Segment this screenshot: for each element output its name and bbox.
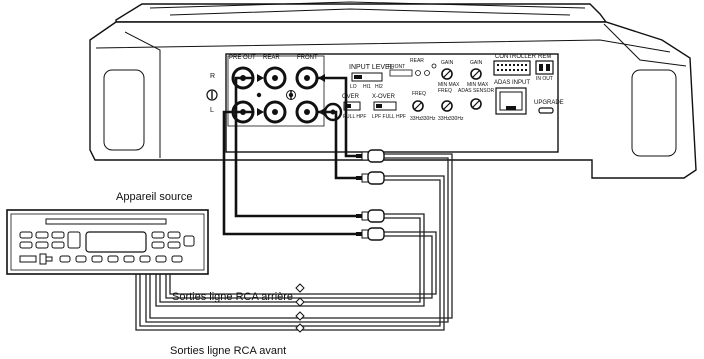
arrow-icon (318, 74, 325, 82)
adas-input-label: ADAS INPUT (494, 80, 530, 86)
right-channel-label: R (210, 73, 215, 80)
rear-label: REAR (263, 55, 280, 61)
source-unit (6, 209, 209, 275)
min-max-label: MIN MAX (438, 82, 460, 88)
rem-label: REM (538, 54, 551, 60)
gain-label-2: GAIN (470, 60, 483, 66)
freq-knob (412, 100, 424, 112)
disc-slot (45, 218, 167, 225)
front-small-label: FRONT (388, 64, 405, 70)
in-out-label: IN OUT (536, 76, 553, 82)
x-over-label: X-OVER (372, 94, 396, 100)
lpf-full-hpf-label: LPF FULL HPF (372, 114, 406, 120)
rca-jack-front-l (295, 100, 319, 124)
hz-low-label-2: 33Hz (438, 116, 450, 122)
freq-label-top: FREQ (438, 88, 452, 94)
rear-outputs-label: Sorties ligne RCA arrière (172, 291, 293, 303)
rem-terminal (535, 60, 554, 75)
controller-port (493, 60, 531, 76)
hz-high-label-2: 330Hz (449, 116, 464, 122)
source-unit-label: Appareil source (116, 191, 192, 203)
amplifier: R L PRE OUT REAR FRONT (89, 1, 697, 179)
rca-jack-front-r (295, 66, 319, 90)
rca-plug-rear-l (356, 227, 385, 241)
upgrade-port (538, 107, 554, 114)
hz-low-label: 33Hz (410, 116, 422, 122)
freq-label: FREQ (412, 91, 426, 97)
input-level-label: INPUT LEVEL (349, 64, 394, 71)
front-outputs-label: Sorties ligne RCA avant (170, 345, 286, 357)
freq-knob-2 (441, 100, 453, 112)
arrow-icon (257, 108, 264, 116)
rca-plug-front-r (356, 149, 385, 163)
hi1-label: HI1 (363, 84, 371, 90)
left-channel-label: L (210, 107, 214, 114)
over-switch (343, 101, 361, 111)
rca-plug-rear-r (356, 209, 385, 223)
arrow-icon (257, 74, 264, 82)
rca-cables (135, 153, 453, 333)
rca-plug-front-l (356, 171, 385, 185)
gain-label: GAIN (441, 60, 454, 66)
pre-out-label: PRE OUT (229, 55, 256, 61)
hz-high-label: 330Hz (421, 116, 436, 122)
lo-label: LO (350, 84, 357, 90)
gain-knob-2 (470, 68, 482, 80)
over-label: OVER (342, 94, 360, 100)
rear-small-label: REAR (410, 58, 424, 64)
adas-sensor-knob (470, 98, 482, 110)
adas-sensor-label: ADAS SENSOR (458, 88, 495, 94)
rca-jack-rear-l (263, 100, 287, 124)
front-label: FRONT (297, 55, 318, 61)
controller-label: CONTROLLER (495, 54, 537, 60)
mode-selector (389, 69, 413, 77)
gain-knob (441, 68, 453, 80)
x-over-switch (373, 101, 397, 111)
display-screen (85, 231, 147, 253)
input-level-switch (351, 72, 383, 82)
upgrade-label: UPGRADE (534, 100, 564, 106)
min-max-label-2: MIN MAX (467, 82, 489, 88)
arrow-icon (318, 108, 325, 116)
rca-jack-rear-r (263, 66, 287, 90)
signal-arrows (222, 74, 356, 236)
hi2-label: HI2 (375, 84, 383, 90)
screw-icon (206, 89, 218, 101)
full-hpf-label: FULL HPF (343, 114, 366, 120)
